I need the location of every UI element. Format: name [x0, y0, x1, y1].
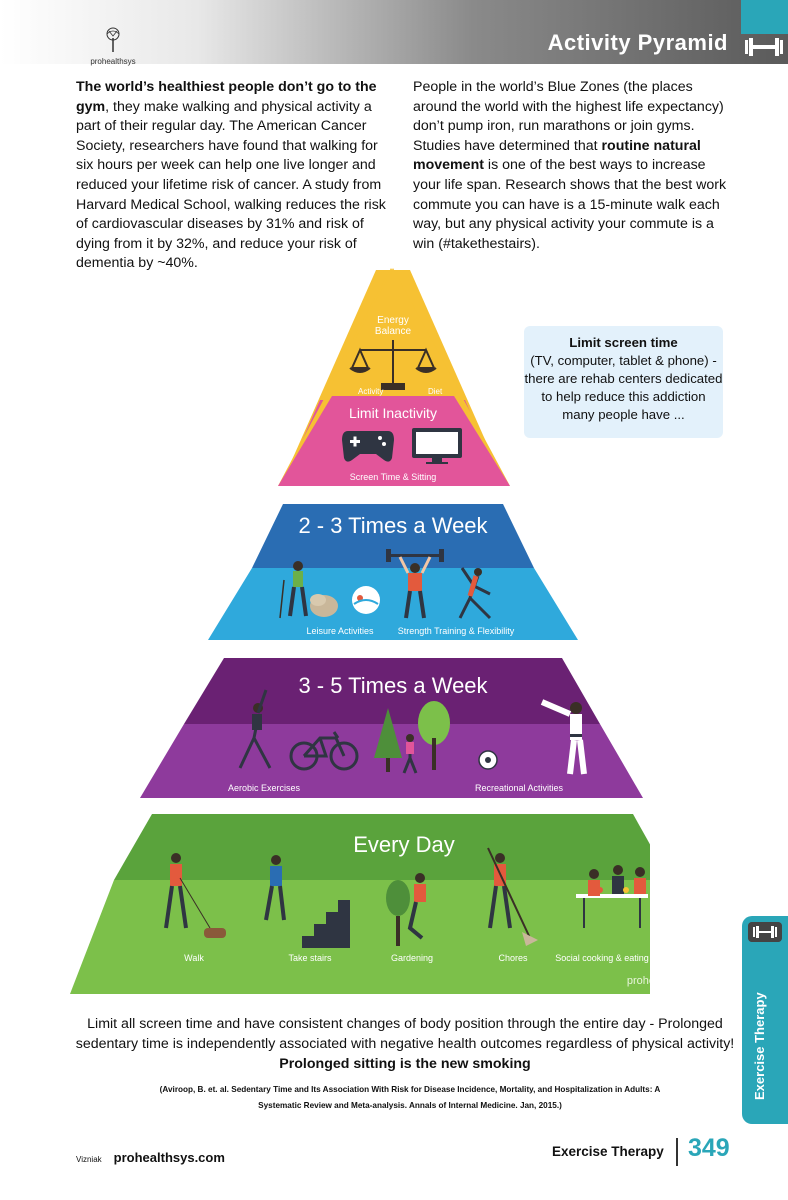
take-stairs-caption: Take stairs: [288, 953, 332, 963]
footer-divider: [676, 1138, 678, 1166]
energy-label-1: Energy: [377, 315, 409, 326]
activity-pyramid: Energy Balance Activity Diet Limit Inact…: [70, 268, 650, 994]
tier3-title: 3 - 5 Times a Week: [298, 673, 488, 698]
walk-caption: Walk: [184, 953, 204, 963]
tier1-pink: [278, 396, 510, 486]
header-accent-tab: [741, 0, 788, 34]
aerobic-person-icon: [238, 689, 272, 769]
intro-right-bold: routine natural movement: [413, 137, 701, 174]
bicycle-icon: [289, 731, 359, 771]
intro-right-column: People in the world’s Blue Zones (the pl…: [413, 78, 733, 254]
intro-left-bold: The world’s healthiest people don’t go t…: [76, 79, 377, 115]
logo: prohealthsys: [88, 26, 138, 66]
screen-time-callout: Limit screen time (TV, computer, tablet …: [524, 326, 723, 438]
footer-section: Exercise Therapy: [552, 1144, 664, 1159]
social-dining-icon: [576, 865, 648, 928]
tier2-light: [208, 568, 578, 640]
watermark: prohealthsys.com: [627, 975, 650, 987]
side-tab-label: Exercise Therapy: [752, 992, 767, 1100]
citation: (Aviroop, B. et. al. Sedentary Time and …: [120, 1082, 700, 1114]
limit-inactivity-title: Limit Inactivity: [349, 405, 437, 421]
dumbbell-icon: [745, 38, 783, 56]
page-number: 349: [688, 1134, 730, 1162]
intro-left-column: The world’s healthiest people don’t go t…: [76, 78, 386, 274]
scale-icon: [349, 340, 437, 390]
footer-author: Vizniak: [76, 1155, 102, 1164]
tier2-dark: [252, 504, 534, 568]
logo-text: prohealthsys: [90, 57, 136, 66]
tier4-dark: [114, 814, 650, 880]
stretching-person-icon: [458, 567, 492, 620]
strength-caption: Strength Training & Flexibility: [398, 626, 515, 636]
diet-label: Diet: [428, 387, 443, 396]
tier3-dark: [184, 658, 600, 724]
swimmer-icon: [352, 586, 380, 614]
trees-walker-icon: [374, 701, 450, 774]
social-caption: Social cooking & eating: [555, 953, 649, 963]
tier4-title: Every Day: [353, 832, 454, 857]
aerobic-caption: Aerobic Exercises: [228, 783, 301, 793]
sitting-smoking-statement: Prolonged sitting is the new smoking: [279, 1056, 531, 1072]
stairs-icon: [264, 855, 350, 948]
tier2-title: 2 - 3 Times a Week: [298, 513, 488, 538]
intro-right-text-start: People in the world’s Blue Zones (the pl…: [413, 79, 724, 154]
sweeping-person-icon: [487, 847, 538, 946]
callout-body: (TV, computer, tablet & phone) - there a…: [524, 353, 723, 422]
page-title: Activity Pyramid: [547, 30, 728, 55]
monitor-icon: [412, 428, 462, 464]
intro-left-text: , they make walking and physical activit…: [76, 98, 386, 272]
tree-logo-icon: [106, 27, 120, 52]
weightlifter-icon: [386, 549, 444, 619]
tier3-light: [140, 724, 643, 798]
sedentary-warning: Limit all screen time and have consisten…: [75, 1016, 735, 1052]
tier4-light: [70, 880, 650, 994]
gardening-icon: [386, 873, 426, 946]
energy-label-2: Balance: [375, 326, 412, 337]
activity-label: Activity: [358, 387, 383, 396]
soccer-ball-icon: [478, 750, 498, 770]
walker-dog-icon: [164, 853, 226, 938]
citation-line-1: (Aviroop, B. et. al. Sedentary Time and …: [159, 1085, 661, 1094]
section-side-tab[interactable]: [742, 916, 788, 1124]
rock-icon: [310, 594, 338, 617]
intro-right-text-rest: is one of the best ways to increase your…: [413, 157, 727, 252]
footer-left: Vizniak prohealthsys.com: [76, 1150, 225, 1165]
citation-line-2: Systematic Review and Meta-analysis. Ann…: [258, 1101, 562, 1110]
leisure-caption: Leisure Activities: [306, 626, 374, 636]
callout-title: Limit screen time: [569, 335, 678, 350]
recreational-caption: Recreational Activities: [475, 783, 564, 793]
gardening-caption: Gardening: [391, 953, 433, 963]
chores-caption: Chores: [498, 953, 528, 963]
page-header: [0, 0, 788, 64]
footer-site: prohealthsys.com: [113, 1150, 225, 1165]
hiker-icon: [279, 561, 308, 619]
screen-time-caption: Screen Time & Sitting: [350, 472, 437, 482]
karate-person-icon: [540, 699, 587, 775]
side-dumbbell-icon: [748, 922, 782, 942]
gamepad-icon: [342, 431, 394, 462]
